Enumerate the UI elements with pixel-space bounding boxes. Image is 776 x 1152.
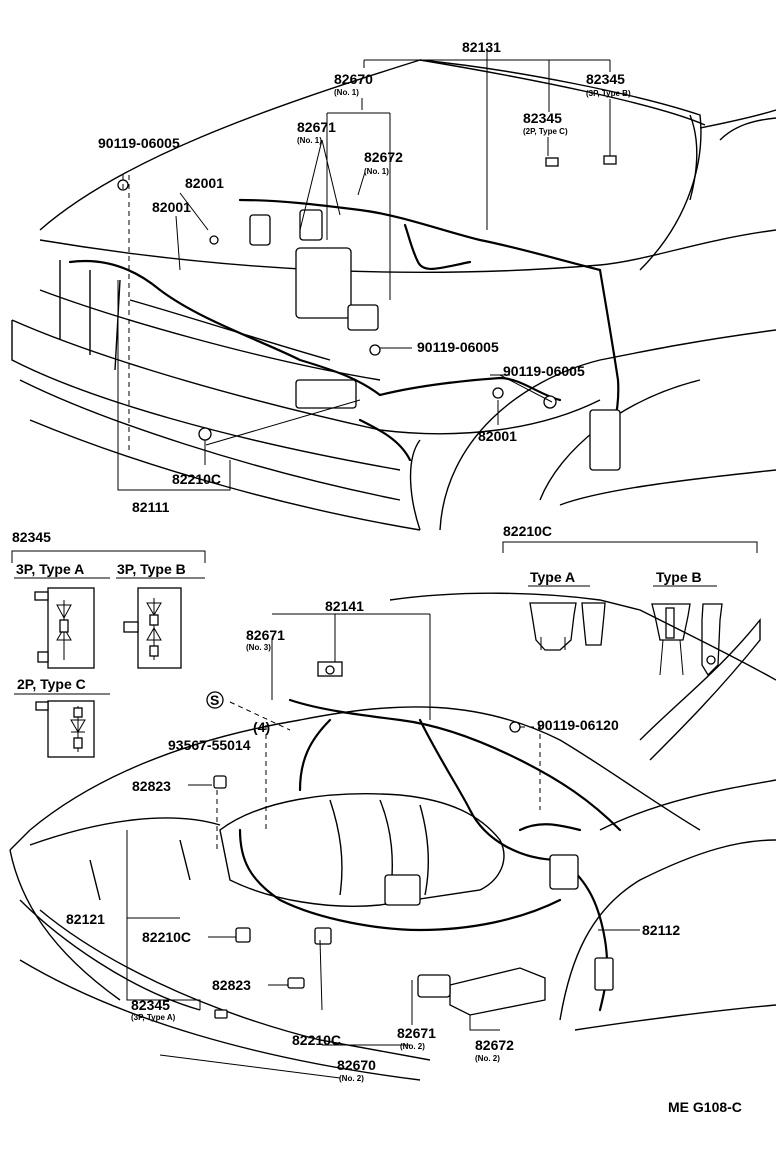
legend-82210c-title: 82210C: [503, 523, 552, 539]
callout-82112: 82112: [642, 922, 680, 938]
callout-82671-no3-note: (No. 3): [246, 643, 271, 652]
callout-82672: 82672: [364, 149, 403, 165]
fuse-type-a-icon: [529, 602, 606, 651]
legend-82345-title: 82345: [12, 529, 51, 545]
callout-82670: 82670: [334, 71, 373, 87]
callout-82131: 82131: [462, 39, 501, 55]
callout-82670-note: (No. 1): [334, 88, 359, 97]
callout-82345-3p: 82345: [586, 71, 625, 87]
callout-82345-type-a-note: (3P, Type A): [131, 1013, 176, 1022]
callout-82671-note: (No. 1): [297, 136, 322, 145]
callout-82001-c: 82001: [478, 428, 517, 444]
lower-callouts: 82141 82671 (No. 3) S (4) 93567-55014 90…: [66, 598, 680, 1083]
connector-3p-type-a-icon: [34, 587, 95, 669]
callout-82210c-b: 82210C: [292, 1032, 341, 1048]
legend-82345-type-c: 2P, Type C: [17, 676, 86, 692]
callout-82001-b: 82001: [152, 199, 191, 215]
lower-leader-lines: [126, 613, 640, 1079]
callout-82823-a: 82823: [132, 778, 171, 794]
callout-82345-2p-note: (2P, Type C): [523, 127, 568, 136]
fuse-type-b-icon: [651, 603, 723, 677]
callout-82671-no2-note: (No. 2): [400, 1042, 425, 1051]
legend-82345: 82345 3P, Type A 3P, Type B 2P, Type C: [11, 529, 206, 758]
diagram-code: ME G108-C: [668, 1099, 742, 1115]
lower-illustration: [9, 592, 776, 1081]
callout-90119-06005-c: 90119-06005: [503, 363, 585, 379]
connector-3p-type-b-icon: [123, 587, 182, 669]
callout-82141: 82141: [325, 598, 364, 614]
callout-90119-06005-b: 90119-06005: [417, 339, 499, 355]
callout-s: S: [210, 692, 219, 708]
callout-82111: 82111: [132, 499, 170, 515]
legend-82210c-type-a: Type A: [530, 569, 575, 585]
callout-82672-note: (No. 1): [364, 167, 389, 176]
callout-82345-2p: 82345: [523, 110, 562, 126]
upper-leader-lines: [117, 48, 611, 491]
callout-82823-b: 82823: [212, 977, 251, 993]
legend-82345-type-b: 3P, Type B: [117, 561, 186, 577]
callout-93567-55014: 93567-55014: [168, 737, 251, 753]
callout-90119-06120: 90119-06120: [537, 717, 619, 733]
legend-82210c-type-b: Type B: [656, 569, 702, 585]
callout-82001-a: 82001: [185, 175, 224, 191]
callout-82345-type-a: 82345: [131, 997, 170, 1013]
screw-s-icon: [206, 691, 224, 709]
callout-82210c-a: 82210C: [142, 929, 191, 945]
callout-82672-no2-note: (No. 2): [475, 1054, 500, 1063]
callout-82671-no2: 82671: [397, 1025, 436, 1041]
callout-82671-no3: 82671: [246, 627, 285, 643]
callout-82672-no2: 82672: [475, 1037, 514, 1053]
callout-82121: 82121: [66, 911, 105, 927]
legend-82345-type-a: 3P, Type A: [16, 561, 84, 577]
callout-82670-no2-note: (No. 2): [339, 1074, 364, 1083]
callout-82670-no2: 82670: [337, 1057, 376, 1073]
callout-82671: 82671: [297, 119, 336, 135]
upper-callouts: 82131 82670 (No. 1) 82345 (3P, Type B) 8…: [98, 39, 631, 515]
legend-82210c: 82210C Type A Type B: [502, 523, 758, 677]
connector-2p-type-c-icon: [35, 700, 95, 758]
callout-82210c: 82210C: [172, 471, 221, 487]
callout-qty-4: (4): [253, 719, 270, 735]
upper-illustration: [11, 59, 776, 677]
callout-90119-06005-a: 90119-06005: [98, 135, 180, 151]
callout-82345-3p-note: (3P, Type B): [586, 89, 631, 98]
